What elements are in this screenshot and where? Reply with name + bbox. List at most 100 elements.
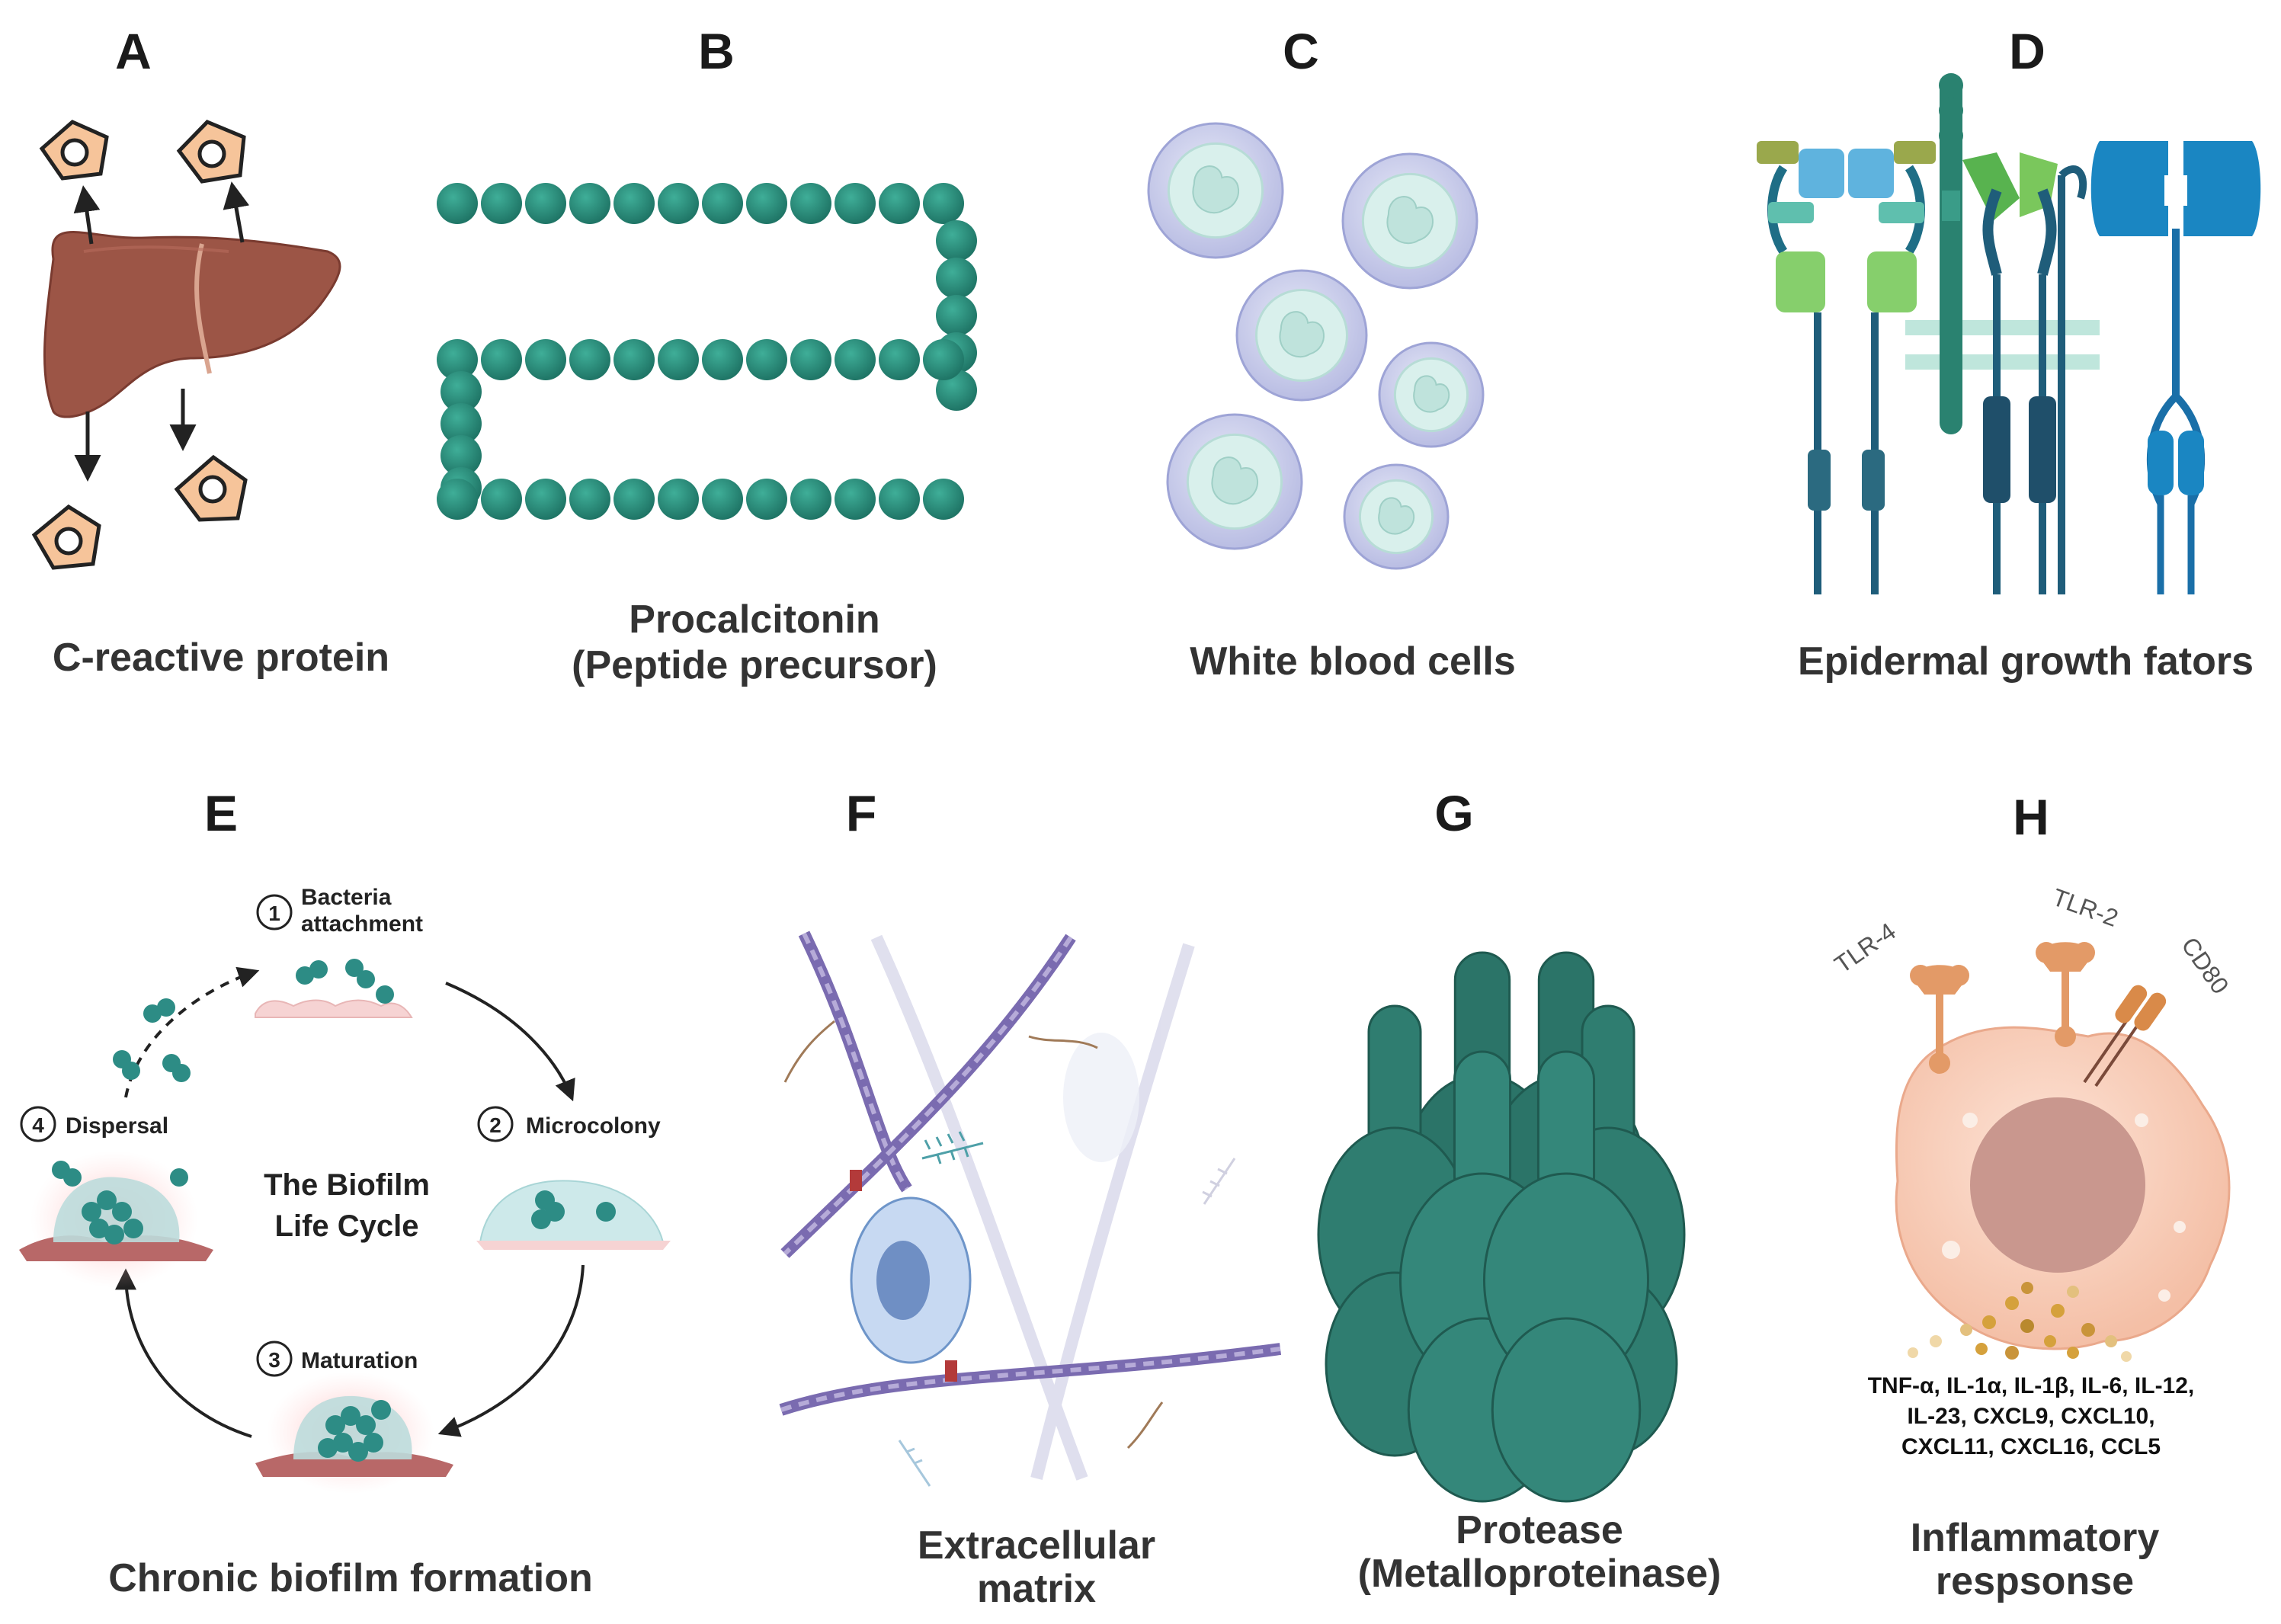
tlr4-label: TLR-4 (1829, 918, 1900, 979)
amino-acid-bead (613, 183, 655, 224)
amino-acid-bead (658, 183, 699, 224)
amino-acid-bead (835, 339, 876, 380)
panel-c: C White blood cells (1147, 23, 1516, 684)
tlr2-label: TLR-2 (2049, 883, 2122, 932)
stage-dispersal (19, 1151, 213, 1288)
panel-h: H TLR-4 TLR-2 (1829, 789, 2234, 1603)
caption-g-line2: (Metalloproteinase) (1358, 1552, 1722, 1596)
panel-letter-h: H (2013, 789, 2049, 845)
egf-receptor-monomer (1939, 73, 1963, 434)
white-blood-cell (1235, 269, 1368, 402)
panel-letter-a: A (115, 23, 152, 79)
cytokine-particles (1908, 1282, 2132, 1362)
amino-acid-bead (441, 403, 482, 444)
amino-acid-bead (437, 339, 478, 380)
egf-ligand-receptor (1962, 152, 2087, 594)
tlr4-receptor-icon (1910, 965, 1969, 1074)
panel-f: F (779, 785, 1282, 1611)
step-number-circle (20, 1106, 56, 1142)
amino-acid-bead (835, 183, 876, 224)
panel-e: E 1 Bacteria attachment 2 (19, 785, 671, 1600)
amino-acid-bead (879, 479, 920, 520)
panel-letter-d: D (2009, 23, 2046, 79)
tlr2-receptor-icon (2036, 942, 2095, 1047)
amino-acid-bead (923, 479, 964, 520)
step-3-label: Maturation (301, 1348, 418, 1373)
caption-b-line1: Procalcitonin (629, 597, 879, 642)
egf-receptor-dimer-blue (2090, 141, 2261, 594)
cd80-label: CD80 (2176, 932, 2234, 999)
amino-acid-bead (936, 220, 977, 261)
crp-molecule-icon (176, 120, 246, 184)
step-2-number: 2 (489, 1113, 501, 1137)
panel-letter-c: C (1283, 23, 1319, 79)
amino-acid-bead (658, 339, 699, 380)
cytokine-list-line1: TNF-α, IL-1α, IL-1β, IL-6, IL-12, (1868, 1373, 2195, 1398)
white-blood-cell (1166, 413, 1303, 550)
amino-acid-bead (481, 339, 522, 380)
proteoglycan-strands (783, 1020, 1236, 1487)
amino-acid-bead (790, 339, 831, 380)
amino-acid-bead (441, 435, 482, 476)
white-blood-cell (1341, 152, 1478, 290)
membrane-band (1905, 354, 2100, 370)
macrophage-cell (1895, 1026, 2231, 1350)
caption-h-line1: Inflammatory (1911, 1516, 2160, 1560)
step-2-label: Microcolony (526, 1113, 661, 1139)
caption-e: Chronic biofilm formation (108, 1556, 593, 1600)
liver-illustration (43, 231, 341, 418)
amino-acid-bead (879, 339, 920, 380)
amino-acid-bead (790, 479, 831, 520)
amino-acid-bead (923, 183, 964, 224)
caption-f-line2: matrix (977, 1567, 1096, 1611)
amino-acid-bead (437, 183, 478, 224)
caption-d: Epidermal growth fators (1798, 639, 2254, 684)
panel-b: B Procalcitonin (Peptide precursor) (437, 23, 977, 687)
amino-acid-bead (936, 258, 977, 299)
amino-acid-bead (613, 339, 655, 380)
amino-acid-bead (481, 183, 522, 224)
amino-acid-bead (746, 339, 787, 380)
cytokine-list-line2: IL-23, CXCL9, CXCL10, (1907, 1404, 2154, 1429)
amino-acid-bead (441, 371, 482, 412)
amino-acid-bead (525, 183, 566, 224)
amino-acid-bead (746, 479, 787, 520)
amino-acid-bead (835, 479, 876, 520)
amino-acid-bead (658, 479, 699, 520)
amino-acid-bead (569, 479, 610, 520)
caption-b-line2: (Peptide precursor) (572, 643, 937, 687)
stage-microcolony (476, 1180, 671, 1250)
caption-c: White blood cells (1190, 639, 1516, 684)
caption-g-line1: Protease (1456, 1508, 1623, 1552)
step-1-label-line1: Bacteria (301, 885, 392, 910)
stage-attachment (255, 959, 413, 1018)
crp-molecule-icon (31, 504, 101, 570)
fibroblast-cell (850, 1170, 972, 1382)
step-4-label: Dispersal (66, 1113, 168, 1139)
white-blood-cell (1343, 463, 1450, 570)
faded-collagen-fibers (870, 934, 1195, 1481)
crp-molecule-icon (39, 120, 109, 181)
faded-cell (1063, 1033, 1139, 1162)
panel-letter-e: E (204, 785, 238, 841)
cycle-title-line1: The Biofilm (264, 1168, 430, 1202)
panel-a: A C-reactive (31, 23, 389, 680)
step-1-label-line2: attachment (301, 911, 423, 937)
cytokine-list-line3: CXCL11, CXCL16, CCL5 (1901, 1434, 2161, 1459)
caption-a: C-reactive protein (53, 636, 389, 680)
amino-acid-bead (702, 183, 743, 224)
step-number-circle (256, 1341, 293, 1377)
crp-molecule-icon (174, 454, 248, 522)
white-blood-cell (1147, 122, 1284, 259)
amino-acid-bead (569, 183, 610, 224)
amino-acid-bead (746, 183, 787, 224)
step-3-number: 3 (268, 1348, 280, 1372)
amino-acid-bead (936, 295, 977, 336)
stage-maturation (255, 1372, 453, 1494)
panel-letter-b: B (698, 23, 735, 79)
amino-acid-bead (525, 339, 566, 380)
step-number-circle (256, 894, 293, 931)
panel-letter-f: F (846, 785, 876, 841)
amino-acid-bead (923, 339, 964, 380)
